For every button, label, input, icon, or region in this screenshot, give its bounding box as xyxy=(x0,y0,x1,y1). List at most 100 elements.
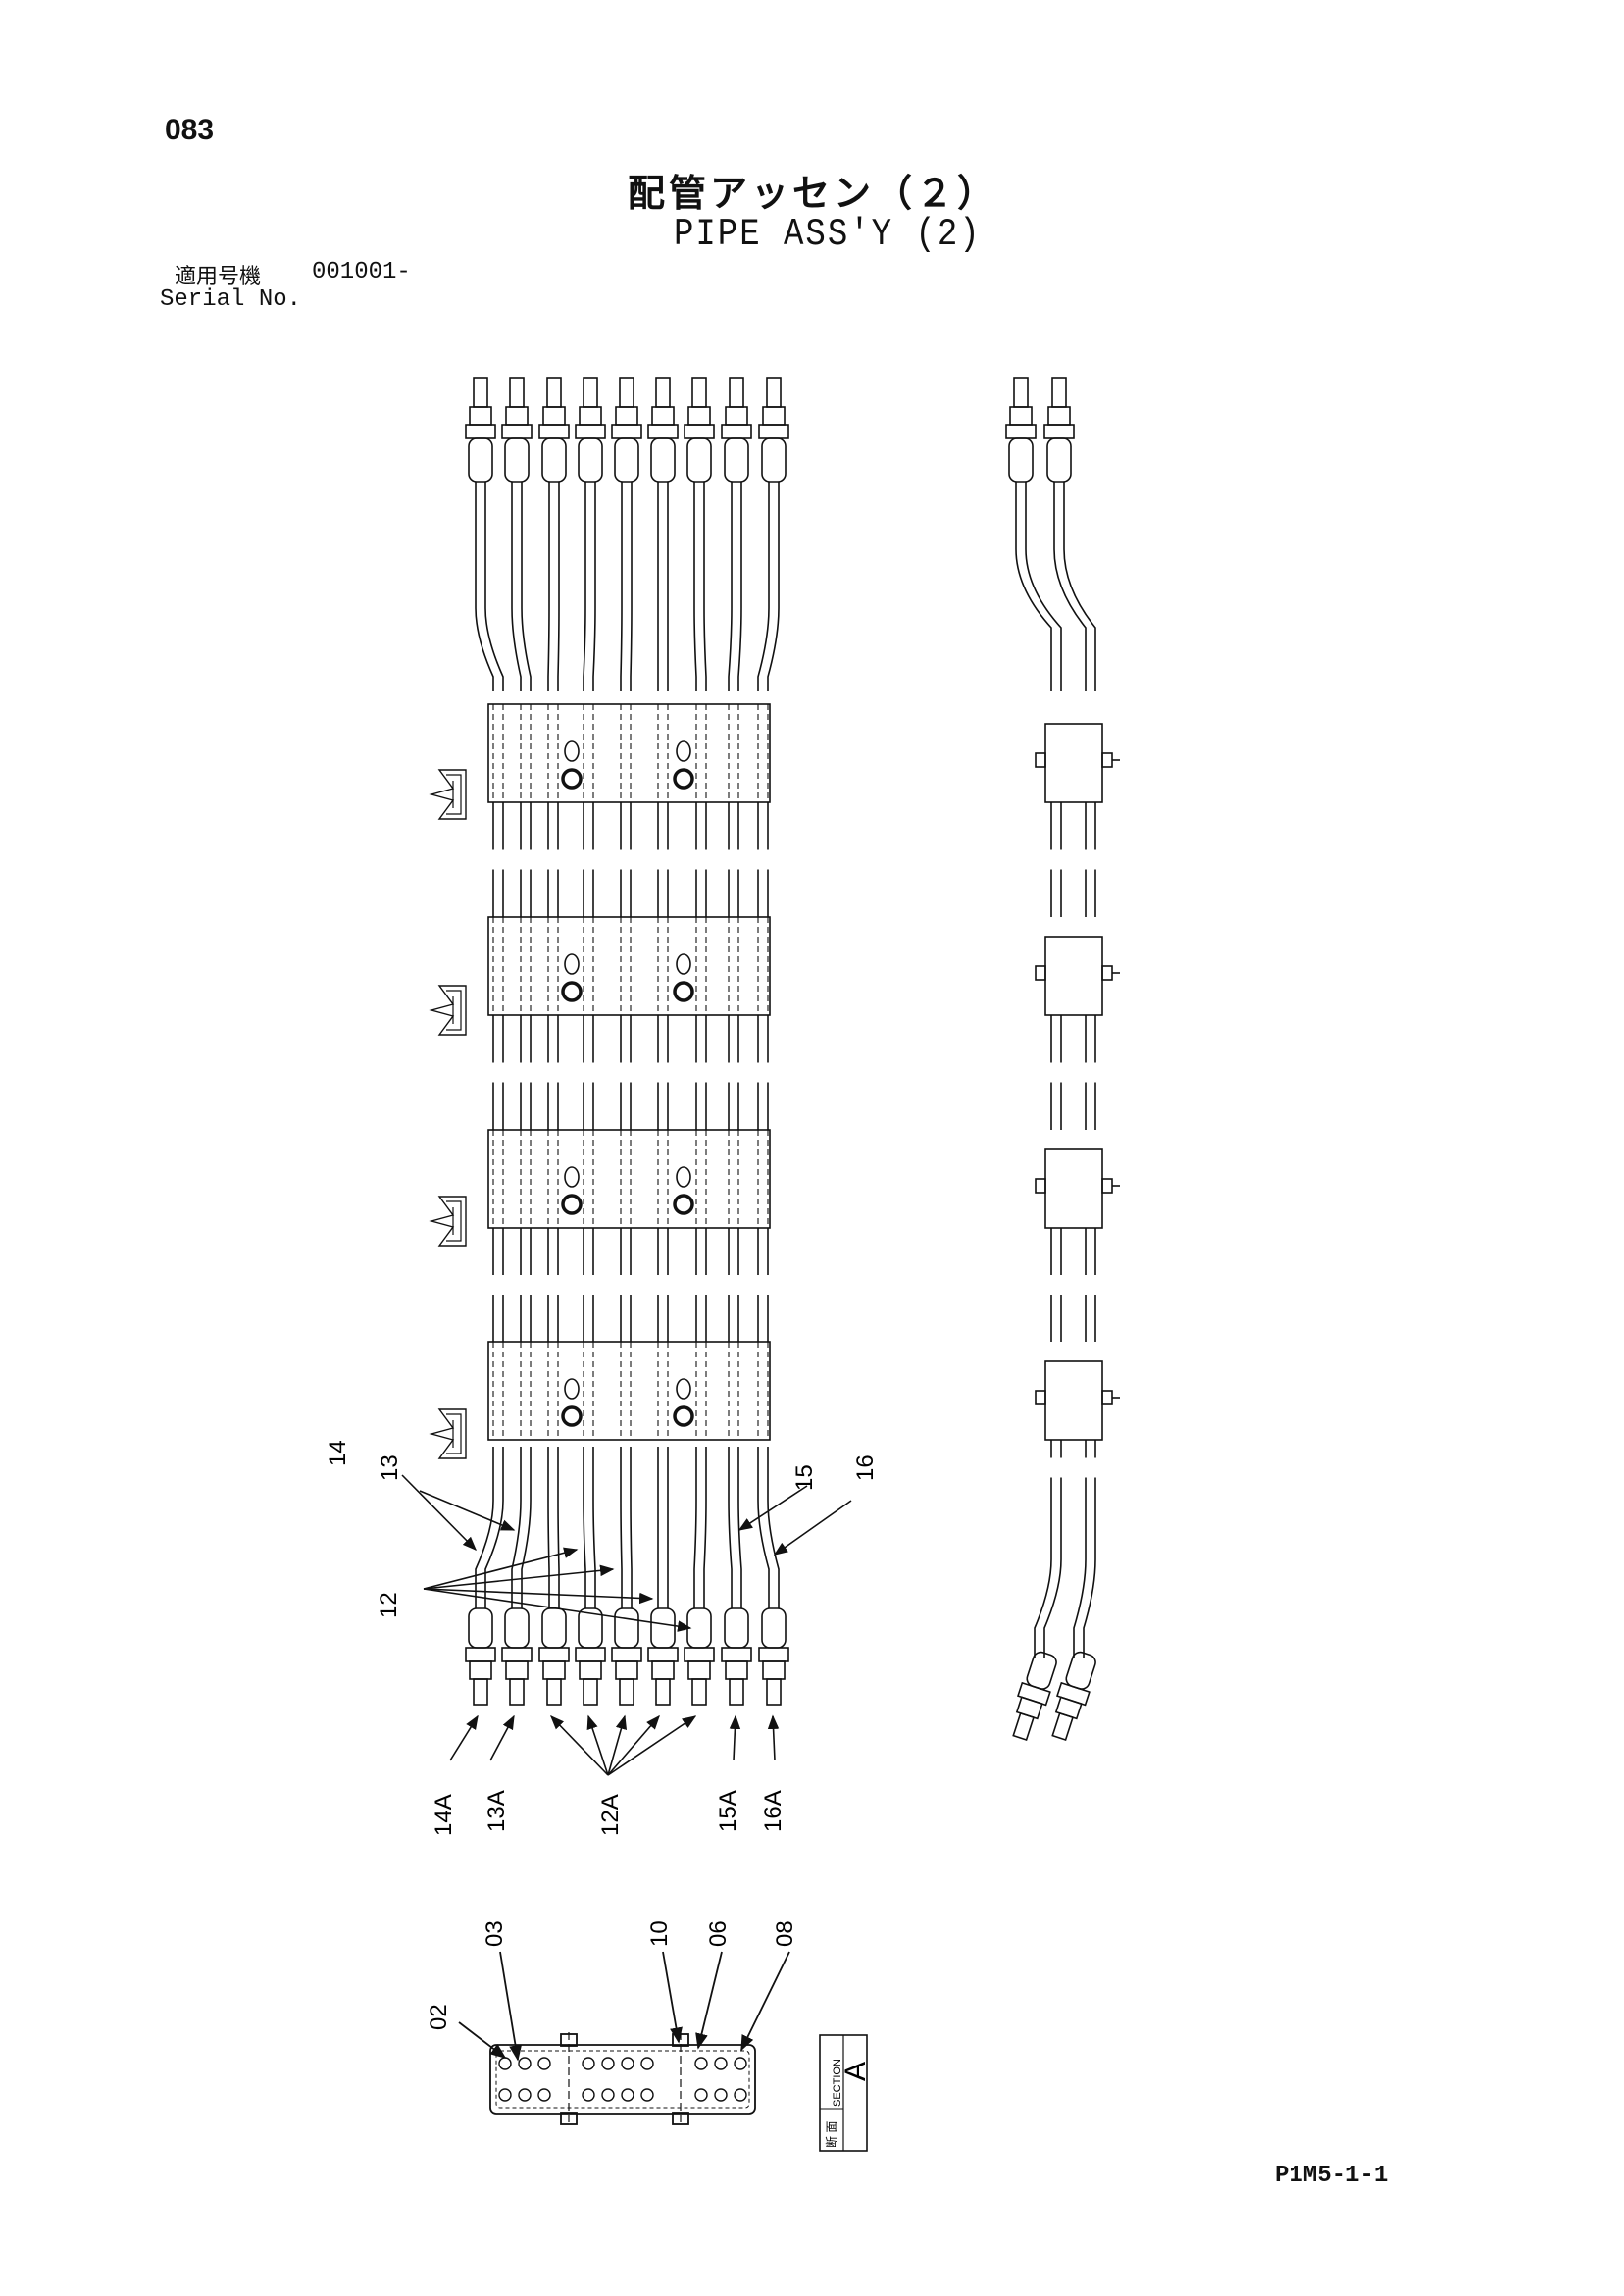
callout-10: 10 xyxy=(646,1920,673,1947)
section-arrow-a xyxy=(429,1408,467,1459)
callout-13a: 13A xyxy=(483,1790,510,1832)
side-clamp xyxy=(1035,1360,1120,1496)
pipe-segment xyxy=(592,482,596,691)
top-fitting xyxy=(611,377,642,483)
serial-label-english: Serial No. xyxy=(160,286,302,313)
top-fitting xyxy=(575,377,606,483)
callout-15: 15 xyxy=(791,1464,818,1491)
pipe-segment xyxy=(484,482,504,691)
side-pipe xyxy=(1025,482,1062,691)
title-english: PIPE ASS'Y (2) xyxy=(674,214,982,257)
pipe-hole xyxy=(537,2088,551,2102)
pipe-hole xyxy=(621,2088,634,2102)
pipe-segment xyxy=(475,1447,494,1608)
pipe-hole xyxy=(621,2057,634,2070)
section-label-jp: 断 面 xyxy=(824,2121,838,2148)
callout-leaders-upper xyxy=(401,1474,852,1632)
pipe-segment xyxy=(630,482,633,691)
pipe-clamp xyxy=(487,703,771,917)
front-view-pipe-bundle xyxy=(465,377,789,1706)
pipe-segment xyxy=(737,1447,742,1608)
bottom-fitting xyxy=(684,1607,715,1706)
callout-08: 08 xyxy=(772,1920,798,1947)
pipe-hole xyxy=(601,2088,615,2102)
pipe-hole xyxy=(582,2088,595,2102)
pipe-segment xyxy=(703,1447,707,1608)
pipe-segment xyxy=(511,482,522,691)
pipe-segment xyxy=(703,482,707,691)
side-pipe xyxy=(1015,482,1052,691)
side-clamp xyxy=(1035,936,1120,1130)
pipe-segment xyxy=(693,482,697,691)
serial-label-japanese: 適用号機 xyxy=(175,265,262,289)
bottom-fitting xyxy=(721,1607,752,1706)
callout-16: 16 xyxy=(852,1454,879,1481)
bottom-fitting xyxy=(758,1607,789,1706)
top-fitting xyxy=(647,377,679,483)
pipe-segment xyxy=(484,1447,504,1608)
pipe-segment xyxy=(620,482,623,691)
pipe-hole xyxy=(498,2088,512,2102)
section-arrow-a xyxy=(429,769,467,820)
side-pipe xyxy=(1083,1496,1096,1658)
callout-14a: 14A xyxy=(431,1794,457,1836)
top-fitting xyxy=(758,377,789,483)
callout-02: 02 xyxy=(426,2004,452,2030)
section-a-pipe-holes xyxy=(498,2057,747,2102)
callout-15a: 15A xyxy=(715,1790,741,1832)
bottom-fitting xyxy=(647,1607,679,1706)
callout-03: 03 xyxy=(482,1920,508,1947)
pipe-hole xyxy=(640,2057,654,2070)
pipe-segment xyxy=(620,1447,623,1608)
pipe-segment xyxy=(757,482,770,691)
callout-12a: 12A xyxy=(597,1794,624,1836)
pipe-segment xyxy=(737,482,742,691)
page-number: 083 xyxy=(165,114,215,146)
pipe-hole xyxy=(734,2088,747,2102)
pipe-hole xyxy=(640,2088,654,2102)
side-bottom-fitting xyxy=(1051,1651,1096,1741)
side-pipe xyxy=(1053,482,1087,691)
side-pipe xyxy=(1063,482,1096,691)
pipe-hole xyxy=(498,2057,512,2070)
pipe-segment xyxy=(557,1447,560,1608)
pipe-segment xyxy=(757,1447,770,1608)
side-pipe xyxy=(1073,1496,1087,1658)
serial-value: 001001- xyxy=(312,259,411,285)
title-japanese: 配管アッセン（２） xyxy=(628,172,999,215)
pipe-segment xyxy=(547,1447,550,1608)
pipe-segment xyxy=(511,1447,522,1608)
side-pipe xyxy=(1043,1496,1062,1658)
side-clamp xyxy=(1035,723,1120,917)
pipe-clamp xyxy=(487,916,771,1130)
pipe-clamp xyxy=(487,1129,771,1342)
pipe-segment xyxy=(583,482,586,691)
side-pipe xyxy=(1034,1496,1052,1658)
pipe-hole xyxy=(694,2057,708,2070)
callout-leaders-lower xyxy=(449,1714,780,1776)
pipe-hole xyxy=(601,2057,615,2070)
section-arrow-a xyxy=(429,1196,467,1247)
bottom-fitting xyxy=(501,1607,533,1706)
bottom-fitting xyxy=(611,1607,642,1706)
section-a-detail xyxy=(458,1951,790,2126)
side-top-fitting xyxy=(1043,377,1075,483)
callout-12: 12 xyxy=(376,1592,402,1618)
top-fitting xyxy=(721,377,752,483)
pipe-hole xyxy=(714,2088,728,2102)
pipe-hole xyxy=(582,2057,595,2070)
drawing-code: P1M5-1-1 xyxy=(1275,2163,1389,2189)
pipe-segment xyxy=(521,482,532,691)
callout-16a: 16A xyxy=(760,1790,787,1832)
side-bottom-fitting xyxy=(1012,1651,1057,1741)
pipe-clamp xyxy=(487,1341,771,1441)
section-label-en: SECTION xyxy=(832,2059,843,2107)
bottom-fitting xyxy=(538,1607,570,1706)
pipe-hole xyxy=(734,2057,747,2070)
pipe-hole xyxy=(518,2057,532,2070)
pipe-segment xyxy=(583,1447,586,1608)
callout-14: 14 xyxy=(325,1440,351,1466)
section-view-arrows xyxy=(429,769,467,1459)
pipe-segment xyxy=(547,482,550,691)
